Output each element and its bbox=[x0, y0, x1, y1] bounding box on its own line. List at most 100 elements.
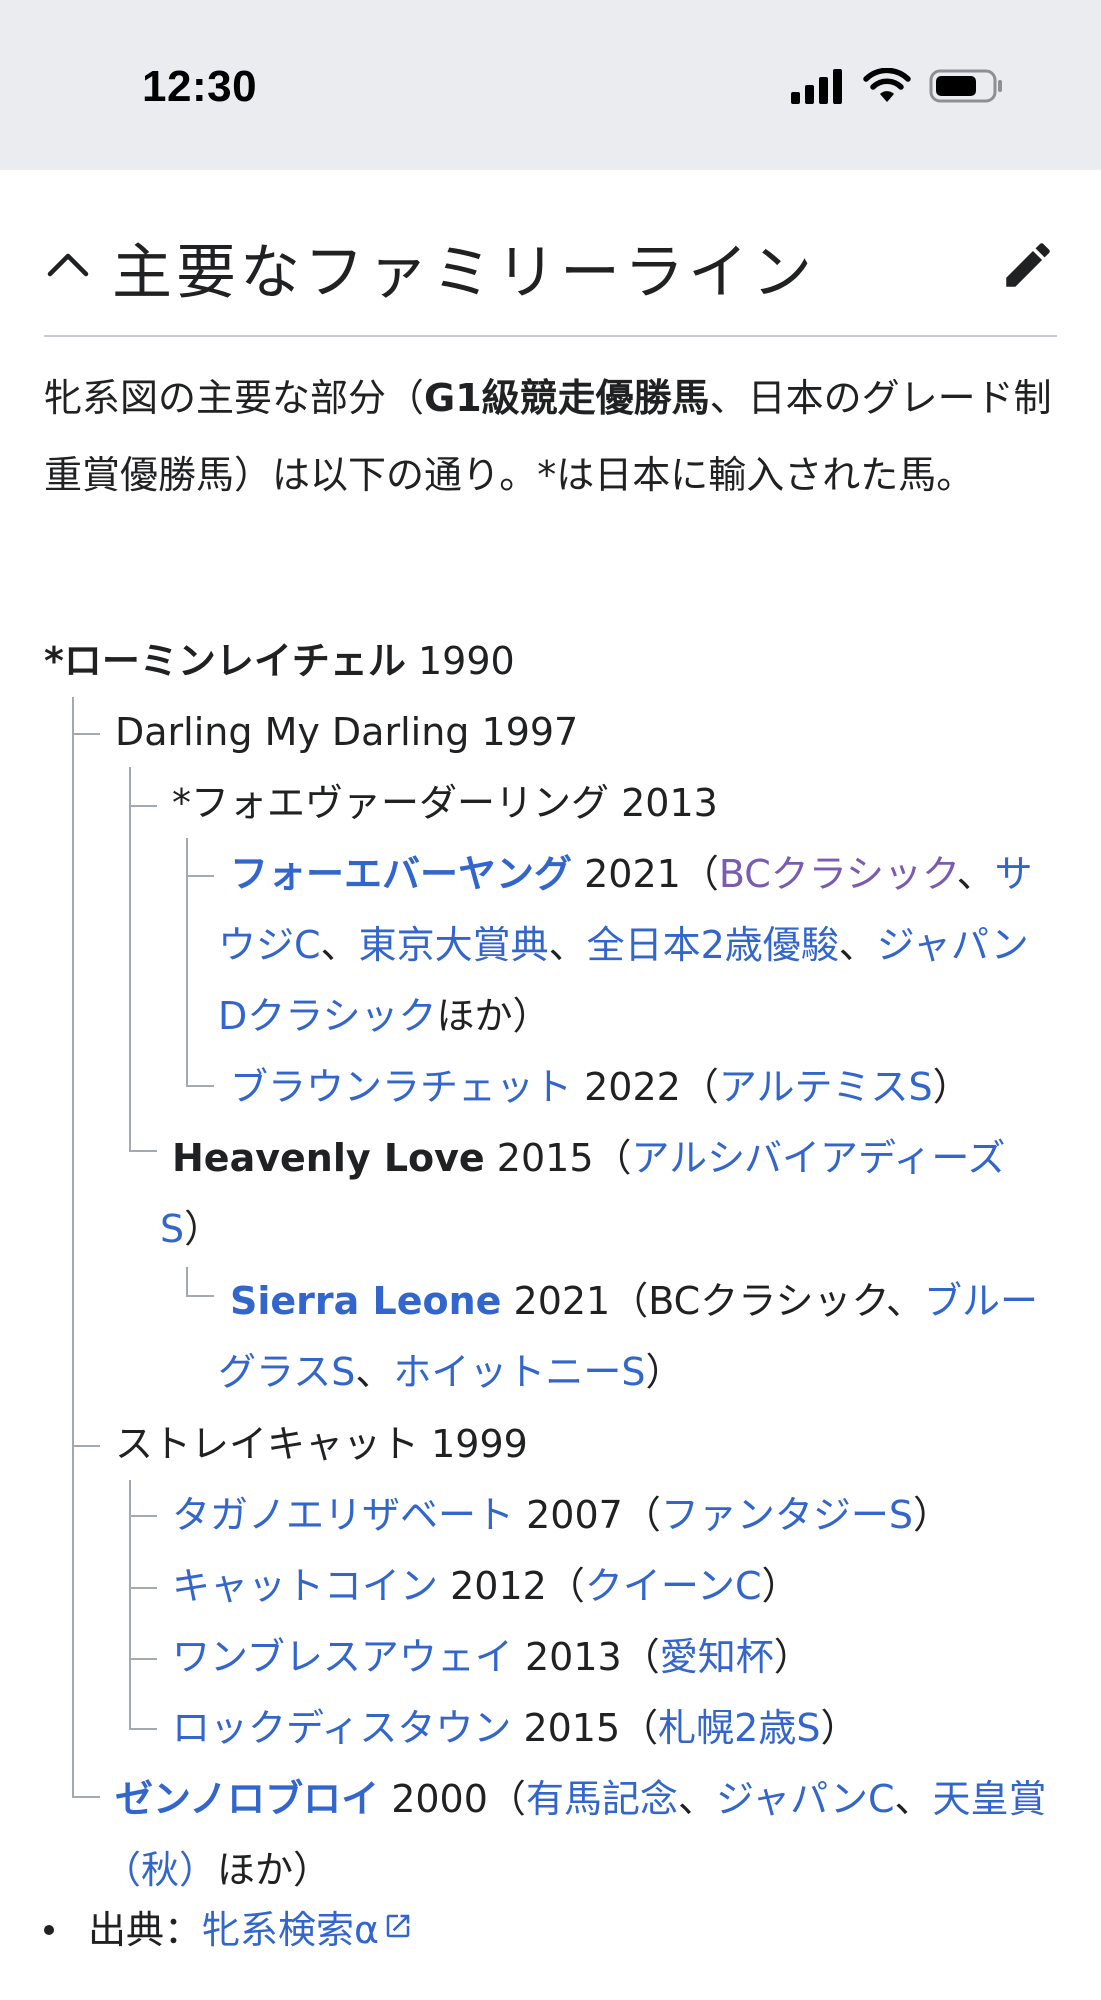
paren: ） bbox=[761, 1564, 800, 1608]
tree-node: Darling My Darling 1997 bbox=[115, 697, 578, 768]
paren: （ bbox=[487, 1777, 526, 1821]
race-link[interactable]: 愛知杯 bbox=[659, 1635, 774, 1679]
tree-node: キャットコイン 2012（クイーンC） bbox=[172, 1551, 800, 1622]
tree-line bbox=[72, 1445, 100, 1447]
chevron-up-icon[interactable] bbox=[44, 242, 92, 290]
source-label: 出典： bbox=[88, 1908, 203, 1952]
separator: 、 bbox=[320, 923, 359, 967]
source-link[interactable]: 牝系検索α bbox=[202, 1908, 380, 1952]
horse-link[interactable]: ロックディスタウン bbox=[172, 1706, 512, 1750]
tree-line bbox=[72, 1796, 100, 1798]
horse-name: Darling My Darling bbox=[115, 710, 470, 754]
tree-node-root: *ローミンレイチェル 1990 bbox=[44, 626, 515, 697]
tree-line bbox=[186, 1267, 188, 1295]
pencil-icon[interactable] bbox=[999, 236, 1057, 294]
tree-line bbox=[129, 1150, 157, 1152]
separator: 、 bbox=[677, 1777, 716, 1821]
intro-bold: G1級競走優勝馬 bbox=[424, 376, 710, 420]
race-link[interactable]: アルテミスS bbox=[718, 1065, 933, 1109]
separator: 、 bbox=[355, 1350, 394, 1394]
tree-line bbox=[186, 875, 214, 877]
section-heading[interactable]: 主要なファミリーライン bbox=[44, 218, 1057, 308]
tree-node: *フォエヴァーダーリング 2013 bbox=[172, 768, 718, 839]
battery-icon bbox=[929, 69, 1002, 103]
race-link[interactable]: ブルーグラスS bbox=[218, 1279, 1039, 1394]
section-title: 主要なファミリーライン bbox=[112, 238, 816, 308]
race-link[interactable]: クイーンC bbox=[584, 1564, 762, 1608]
horse-name: *ローミンレイチェル bbox=[44, 639, 406, 683]
horse-name: ストレイキャット bbox=[115, 1422, 420, 1466]
heading-divider bbox=[44, 335, 1057, 337]
race-link[interactable]: ジャパンC bbox=[715, 1777, 895, 1821]
race-link[interactable]: BCクラシック bbox=[718, 852, 957, 896]
tree-line bbox=[129, 1587, 157, 1589]
race-text: BCクラシック、 bbox=[648, 1279, 925, 1323]
tree-line bbox=[129, 805, 157, 807]
tree-line bbox=[72, 697, 74, 1796]
race-link[interactable]: 天皇賞（秋） bbox=[103, 1777, 1047, 1892]
race-link[interactable]: ジャパンDクラシック bbox=[218, 923, 1029, 1038]
race-link[interactable]: ファンタジーS bbox=[660, 1493, 913, 1537]
horse-link[interactable]: ワンブレスアウェイ bbox=[172, 1635, 513, 1679]
tree-node: ワンブレスアウェイ 2013（愛知杯） bbox=[172, 1622, 812, 1693]
horse-year: 2022 bbox=[584, 1065, 681, 1109]
tree-line bbox=[186, 1085, 214, 1087]
horse-link[interactable]: タガノエリザベート bbox=[172, 1493, 515, 1537]
paren: （ bbox=[546, 1564, 585, 1608]
intro-paragraph: 牝系図の主要な部分（G1級競走優勝馬、日本のグレード制重賞優勝馬）は以下の通り。… bbox=[44, 360, 1054, 514]
horse-year: 2013 bbox=[621, 781, 718, 825]
horse-link[interactable]: ブラウンラチェット bbox=[230, 1065, 573, 1109]
separator: 、 bbox=[548, 923, 587, 967]
paren: （ bbox=[680, 1065, 719, 1109]
status-icons bbox=[789, 68, 1005, 104]
paren: （ bbox=[593, 1136, 632, 1180]
horse-year: 2015 bbox=[523, 1706, 621, 1750]
horse-name: *フォエヴァーダーリング bbox=[172, 781, 610, 825]
tree-line bbox=[129, 1515, 157, 1517]
horse-year: 1999 bbox=[431, 1422, 528, 1466]
signal-icon bbox=[791, 69, 842, 104]
wifi-icon bbox=[863, 68, 911, 102]
horse-link[interactable]: フォーエバーヤング bbox=[230, 852, 573, 896]
horse-year: 2007 bbox=[526, 1493, 623, 1537]
race-link[interactable]: ホイットニーS bbox=[393, 1350, 646, 1394]
horse-year: 2015 bbox=[496, 1136, 594, 1180]
paren: ） bbox=[645, 1350, 684, 1394]
separator: 、 bbox=[894, 1777, 933, 1821]
tree-line bbox=[129, 1480, 131, 1728]
horse-year: 2021 bbox=[513, 1279, 611, 1323]
race-link[interactable]: 全日本2歳優駿 bbox=[586, 923, 839, 967]
horse-name: Heavenly Love bbox=[172, 1136, 485, 1180]
horse-year: 2013 bbox=[524, 1635, 622, 1679]
race-link[interactable]: 札幌2歳S bbox=[658, 1706, 821, 1750]
paren: ） bbox=[773, 1635, 812, 1679]
horse-year: 2021 bbox=[584, 852, 681, 896]
paren: （ bbox=[621, 1635, 660, 1679]
tree-node: Heavenly Love 2015（アルシバイアディーズS） bbox=[160, 1123, 1060, 1265]
race-link[interactable]: アルシバイアディーズS bbox=[160, 1136, 1006, 1251]
intro-text-1: 牝系図の主要な部分（ bbox=[44, 376, 425, 420]
tree-node: タガノエリザベート 2007（ファンタジーS） bbox=[172, 1480, 951, 1551]
horse-year: 1997 bbox=[481, 710, 579, 754]
status-time: 12:30 bbox=[142, 62, 258, 111]
race-link[interactable]: 有馬記念 bbox=[525, 1777, 678, 1821]
race-link[interactable]: サウジC bbox=[218, 852, 1033, 967]
horse-link[interactable]: Sierra Leone bbox=[230, 1279, 502, 1323]
separator: 、 bbox=[838, 923, 877, 967]
horse-year: 2000 bbox=[391, 1777, 488, 1821]
paren: （ bbox=[610, 1279, 649, 1323]
tree-line bbox=[129, 1658, 157, 1660]
paren: （ bbox=[680, 852, 719, 896]
paren: ） bbox=[184, 1207, 223, 1251]
external-link-icon bbox=[386, 1914, 410, 1938]
paren: （ bbox=[620, 1706, 659, 1750]
status-bar: 12:30 bbox=[0, 0, 1101, 170]
horse-link[interactable]: ゼンノロブロイ bbox=[115, 1777, 380, 1821]
horse-link[interactable]: キャットコイン bbox=[172, 1564, 439, 1608]
intro-text-2: 、日本のグレード制重賞優勝馬）は以下の通り。*は日本に輸入された馬。 bbox=[44, 376, 1052, 497]
tree-line bbox=[129, 767, 131, 1150]
list-bullet bbox=[44, 1925, 54, 1935]
paren: （ bbox=[622, 1493, 661, 1537]
race-link[interactable]: 東京大賞典 bbox=[358, 923, 549, 967]
horse-year: 1990 bbox=[417, 639, 515, 683]
